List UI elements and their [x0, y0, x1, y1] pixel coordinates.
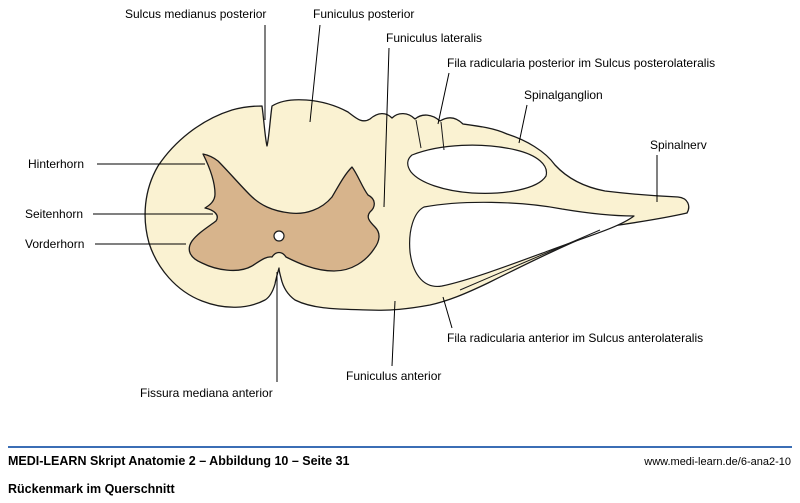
dorsal-rootlet-separator-2 [440, 121, 445, 151]
leader-line-fila-radicularia-posterior [437, 72, 450, 125]
dorsal-rootlet-separator-1 [415, 119, 422, 149]
label-fila-radicularia-posterior: Fila radicularia posterior im Sulcus pos… [447, 56, 716, 70]
central-canal [273, 230, 285, 242]
footer-url-link[interactable]: www.medi-learn.de/6-ana2-10 [644, 456, 791, 468]
label-fila-radicularia-anterior: Fila radicularia anterior im Sulcus ante… [447, 331, 704, 345]
label-spinalganglion: Spinalganglion [524, 88, 603, 102]
label-hinterhorn: Hinterhorn [28, 157, 85, 171]
leader-line-fila-radicularia-anterior [442, 296, 453, 329]
rootlet-separator-lines [415, 119, 601, 291]
label-spinalnerv: Spinalnerv [650, 138, 707, 152]
leader-line-funiculus-posterior [309, 24, 321, 123]
label-sulcus-medianus-posterior: Sulcus medianus posterior [125, 7, 267, 21]
footer-rule [8, 446, 792, 448]
label-seitenhorn: Seitenhorn [25, 207, 84, 221]
leader-line-funiculus-lateralis [383, 47, 390, 208]
footer-source-line: MEDI-LEARN Skript Anatomie 2 – Abbildung… [8, 454, 350, 468]
ventral-rootlet-separator [459, 229, 601, 291]
figure-caption: Rückenmark im Querschnitt [8, 482, 175, 496]
label-funiculus-lateralis: Funiculus lateralis [386, 31, 483, 45]
label-fissura-mediana-anterior: Fissura mediana anterior [140, 386, 273, 400]
label-funiculus-posterior: Funiculus posterior [313, 7, 415, 21]
leader-line-spinalganglion [518, 104, 528, 144]
leader-line-funiculus-anterior [391, 300, 396, 367]
leader-lines [93, 24, 658, 382]
label-funiculus-anterior: Funiculus anterior [346, 369, 442, 383]
dorsal-root-gap [407, 144, 548, 194]
spinal-cord-cross-section-diagram [93, 24, 690, 382]
gray-matter-shape [188, 153, 380, 272]
root-gap [409, 201, 635, 287]
label-vorderhorn: Vorderhorn [25, 237, 85, 251]
